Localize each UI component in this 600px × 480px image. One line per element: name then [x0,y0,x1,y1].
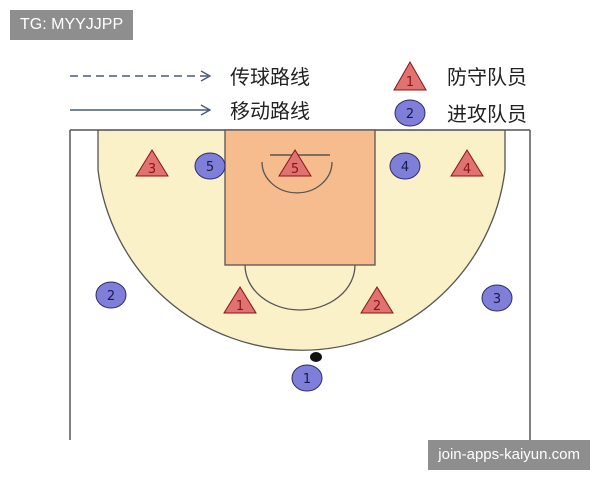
attacker-legend-label: 进攻队员 [447,102,527,126]
attacker-number: 5 [206,160,214,175]
attacker-legend-number: 2 [406,107,414,122]
attackers: 5 4 2 3 1 [95,152,513,392]
move-route-legend-label: 移动路线 [230,99,310,123]
ball-icon [310,352,322,362]
attacker-5: 5 [194,152,226,180]
attacker-3: 3 [481,284,513,312]
paint-area [224,129,376,266]
defender-number: 1 [236,299,244,314]
watermark-url-bottom: join-apps-kaiyun.com [428,440,590,470]
defender-number: 5 [291,162,299,177]
defender-number: 2 [373,299,381,314]
watermark-tag-top: TG: MYYJJPP [10,10,134,40]
attacker-number: 2 [107,289,115,304]
defender-number: 4 [463,162,471,177]
attacker-legend-icon: 2 [394,99,426,127]
defender-5: 5 [278,149,312,177]
attacker-number: 3 [493,292,501,307]
defender-2: 2 [360,286,394,314]
defender-number: 3 [148,162,156,177]
attacker-1: 1 [291,352,323,392]
defender-legend-icon: 1 [393,60,427,91]
attacker-number: 1 [303,372,311,387]
defender-4: 4 [450,149,484,177]
defender-legend-label: 防守队员 [447,65,527,89]
pass-route-legend-label: 传球路线 [230,65,310,89]
free-throw-circle [244,264,356,311]
legend: 传球路线 移动路线 1 防守队员 2 进攻队员 [70,60,527,127]
defenders: 3 5 4 1 2 [135,149,484,314]
attacker-number: 4 [401,160,409,175]
defender-1: 1 [223,286,257,314]
attacker-2: 2 [95,281,127,309]
half-court [69,129,531,440]
restricted-arc [261,161,333,194]
defender-legend-number: 1 [406,75,414,90]
attacker-4: 4 [389,152,421,180]
defender-3: 3 [135,149,169,177]
